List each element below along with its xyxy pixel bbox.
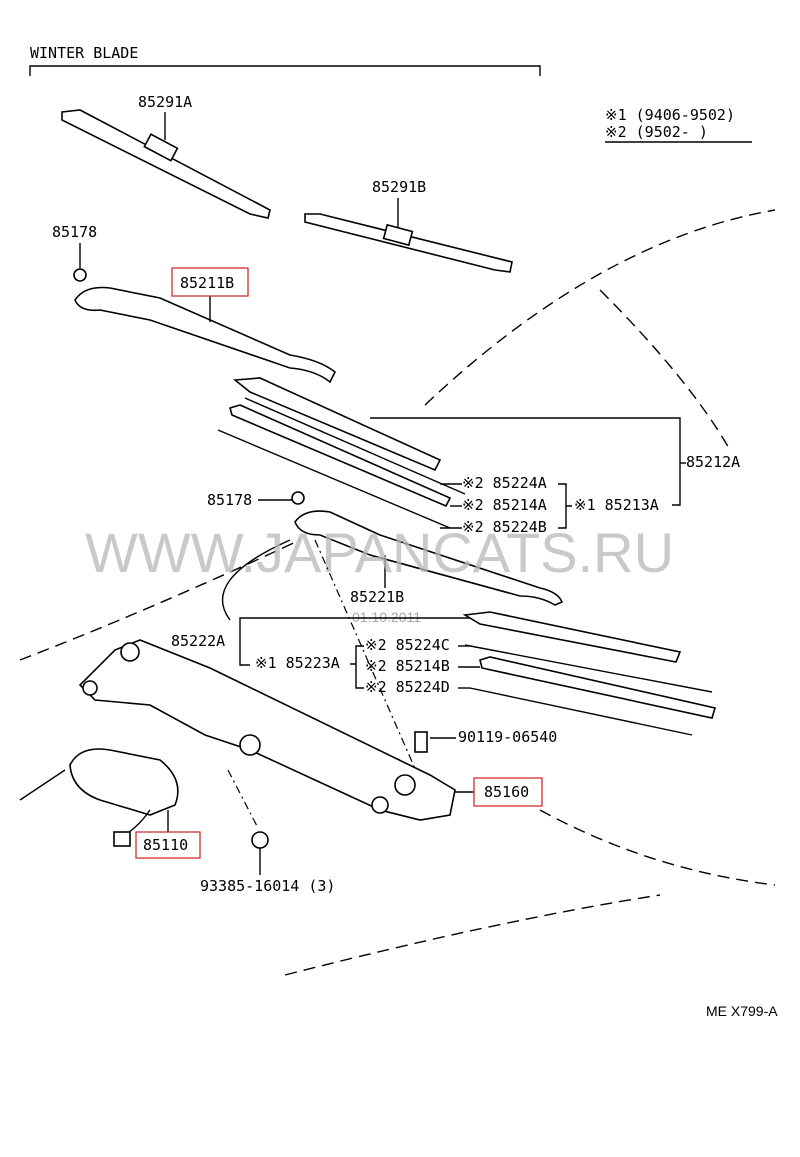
part-label-85211B: 85211B [180,274,234,292]
part-label-93385-16014: 93385-16014 (3) [200,877,335,895]
bracket [370,417,681,506]
blade-backing-85224A [244,397,466,495]
part-label-85291A: 85291A [138,93,192,111]
section-title: WINTER BLADE [30,44,138,62]
wiper-link-85160[interactable] [78,639,456,821]
body-curve [221,539,291,621]
blade-clip [382,223,414,247]
part-label-85224B: ※2 85224B [462,518,547,536]
part-label-85178-mid: 85178 [207,491,252,509]
watermark-date: 01.10.2011 [352,609,421,625]
wiper-arm-85211B[interactable] [74,286,337,384]
hood-outline-2 [284,894,661,976]
pivot [82,680,98,696]
part-label-85221B: 85221B [350,588,404,606]
part-label-85213A: ※1 85213A [574,496,659,514]
blade-backing-85224C [464,644,713,693]
blade-rubber-85214A[interactable] [229,404,452,508]
highlight-box [135,831,201,859]
watermark: WWW.JAPANCATS.RU [85,521,674,584]
blade-frame-85223A[interactable] [462,611,682,663]
wiper-arm-85221B[interactable] [294,510,564,606]
highlight-box [473,777,543,807]
body-line [19,769,66,801]
pivot [120,642,140,662]
section-bracket [29,65,541,76]
highlight-box [171,267,249,297]
hood-outline [539,809,776,886]
center-line [314,539,421,781]
blade-clip [143,133,179,162]
blade-backing-85224D [469,687,693,736]
legend-note-2: ※2 (9502- ) [605,123,708,141]
part-label-85160: 85160 [484,783,529,801]
bolt-90119-06540[interactable] [414,731,428,753]
blade-frame-85213A[interactable] [232,377,442,472]
part-label-85291B: 85291B [372,178,426,196]
bracket [239,617,470,666]
part-label-85178-top: 85178 [52,223,97,241]
pivot [394,774,416,796]
nut-85178[interactable] [73,268,87,282]
windshield-outline [424,209,776,406]
part-label-85222A: 85222A [171,632,225,650]
part-label-85224C: ※2 85224C [365,636,450,654]
blade-rubber-85214B[interactable] [479,656,717,719]
bracket [558,483,572,529]
blade-backing-85224B [217,429,451,529]
part-label-90119-06540: 90119-06540 [458,728,557,746]
pivot [371,796,389,814]
diagram-code: ME X799-A [706,1003,778,1019]
nut-85178[interactable] [291,491,305,505]
part-label-85224D: ※2 85224D [365,678,450,696]
motor-connector [113,831,131,847]
bolt-93385-16014[interactable] [251,831,269,849]
part-label-85214B: ※2 85214B [365,657,450,675]
part-label-85224A: ※2 85224A [462,474,547,492]
windshield-outline-2 [599,289,731,451]
part-label-85214A: ※2 85214A [462,496,547,514]
part-label-85110: 85110 [143,836,188,854]
part-label-85212A: 85212A [686,453,740,471]
wiper-motor-85110[interactable] [69,748,179,816]
pivot [239,734,261,756]
center-line [227,769,259,829]
legend-note-1: ※1 (9406-9502) [605,106,735,124]
winter-blade-85291A[interactable] [61,109,271,219]
bracket [350,645,364,689]
part-label-85223A: ※1 85223A [255,654,340,672]
